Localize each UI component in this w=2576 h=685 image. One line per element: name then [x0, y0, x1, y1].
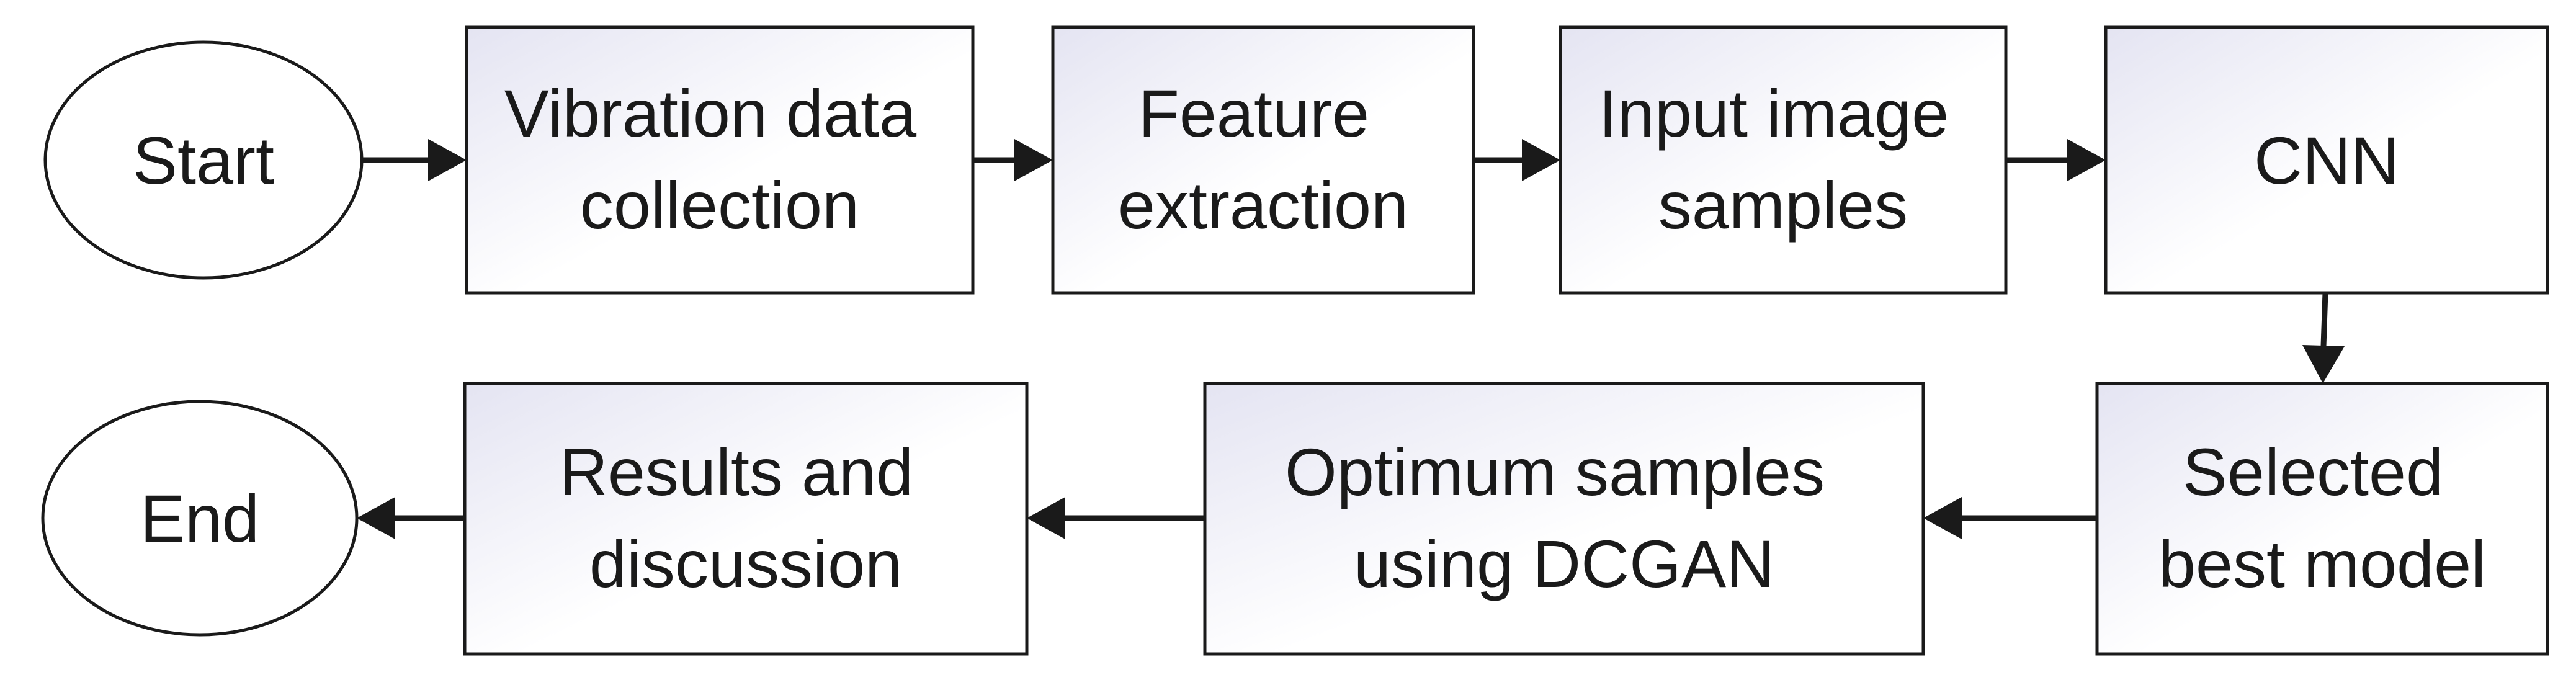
- end-label: End: [140, 481, 259, 556]
- optimum-label: Optimum samples using DCGAN: [1285, 434, 1843, 601]
- cnn-label: CNN: [2254, 123, 2399, 198]
- node-vibration-data-collection: Vibration data collection: [465, 25, 975, 295]
- arrow-right-icon: [1014, 139, 1053, 181]
- arrow-left-icon: [357, 497, 395, 539]
- node-feature-extraction: Feature extraction: [1051, 25, 1475, 295]
- arrow-right-icon: [2067, 139, 2106, 181]
- results-label: Results and discussion: [560, 434, 932, 601]
- connector-line: [2320, 292, 2328, 347]
- vibration-label: Vibration data collection: [504, 76, 936, 243]
- node-start: Start: [43, 40, 364, 280]
- node-line: discussion: [589, 526, 902, 601]
- node-line: End: [140, 481, 259, 556]
- process-box: [465, 25, 975, 295]
- edge-input-to-cnn: [2006, 139, 2106, 181]
- edge-vibration-to-feature: [973, 139, 1053, 181]
- process-box: [1203, 382, 1925, 656]
- node-line: best model: [2158, 526, 2486, 601]
- edge-cnn-to-selected: [2302, 292, 2345, 383]
- arrow-right-icon: [428, 139, 467, 181]
- process-box: [1559, 25, 2008, 295]
- node-line: CNN: [2254, 123, 2399, 198]
- edge-optimum-to-results: [1027, 497, 1205, 539]
- node-line: Optimum samples: [1285, 434, 1825, 509]
- node-line: samples: [1658, 168, 1908, 243]
- node-line: Input image: [1599, 76, 1949, 151]
- edges: [357, 139, 2345, 539]
- node-line: Feature: [1138, 76, 1369, 151]
- edge-results-to-end: [357, 497, 465, 539]
- node-optimum-samples: Optimum samples using DCGAN: [1203, 382, 1925, 656]
- node-line: Selected: [2183, 434, 2443, 509]
- process-box: [463, 382, 1029, 656]
- start-terminator: [43, 40, 364, 280]
- edge-selected-to-optimum: [1923, 497, 2097, 539]
- node-line: using DCGAN: [1354, 526, 1774, 601]
- node-end: End: [41, 400, 359, 637]
- node-line: collection: [580, 168, 859, 243]
- arrow-right-icon: [1522, 139, 1560, 181]
- feature-label: Feature extraction: [1118, 76, 1408, 243]
- process-box: [1051, 25, 1475, 295]
- edge-feature-to-input: [1474, 139, 1560, 181]
- node-input-image-samples: Input image samples: [1559, 25, 2008, 295]
- start-label: Start: [133, 123, 274, 198]
- node-cnn: CNN: [2104, 25, 2549, 295]
- node-line: Results and: [560, 434, 913, 509]
- node-line: Vibration data: [504, 76, 917, 151]
- process-box: [2095, 382, 2549, 656]
- node-line: Start: [133, 123, 274, 198]
- arrow-left-icon: [1923, 497, 1962, 539]
- process-box: [2104, 25, 2549, 295]
- node-selected-best-model: Selected best model: [2095, 382, 2549, 656]
- input-label: Input image samples: [1599, 76, 1967, 243]
- node-results-and-discussion: Results and discussion: [463, 382, 1029, 656]
- selected-label: Selected best model: [2158, 434, 2486, 601]
- edge-start-to-vibration: [362, 139, 467, 181]
- node-line: extraction: [1118, 168, 1408, 243]
- arrow-down-icon: [2302, 345, 2345, 383]
- end-terminator: [41, 400, 359, 637]
- arrow-left-icon: [1027, 497, 1065, 539]
